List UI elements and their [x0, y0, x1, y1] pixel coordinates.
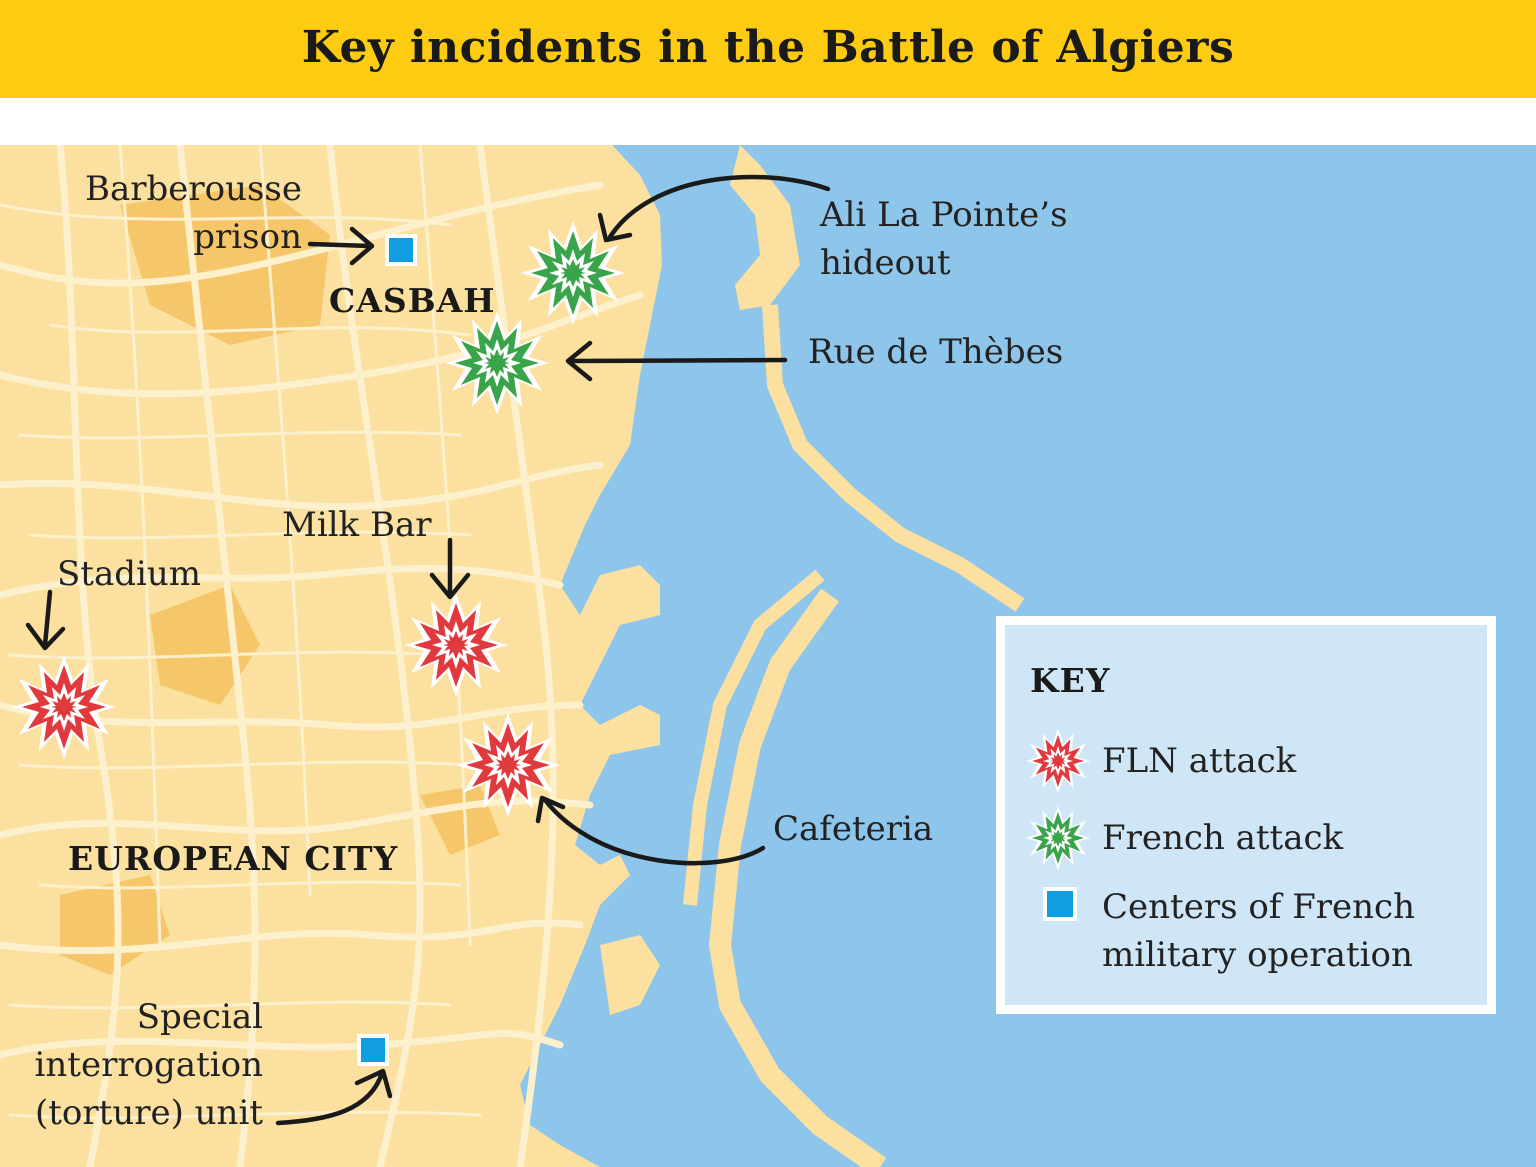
jetty-inner: [683, 569, 825, 906]
map-key: KEY FLN attack French attack Centers of …: [996, 616, 1496, 1014]
stadium-label: Stadium: [57, 554, 202, 594]
green-starburst-icon: [1025, 805, 1091, 871]
breakwater: [762, 304, 1025, 612]
map-area: Barberousse prison CASBAH Ali La Pointe’…: [0, 145, 1536, 1167]
pier-south: [600, 935, 660, 1015]
center-marker-special-unit: [357, 1034, 389, 1066]
arrow-barberousse: [307, 241, 373, 249]
minor-roads: [0, 145, 482, 1120]
pier-north: [730, 145, 800, 310]
cafeteria-label: Cafeteria: [773, 809, 934, 849]
arrow-special-head: [354, 1068, 393, 1099]
milk-bar-label: Milk Bar: [282, 505, 432, 545]
park-1: [120, 185, 330, 345]
map-title: Key incidents in the Battle of Algiers: [301, 22, 1235, 73]
ali-label-line2: hideout: [820, 243, 951, 283]
key-centers-label-line2: military operation: [1102, 935, 1413, 975]
rue-de-thebes-label: Rue de Thèbes: [808, 332, 1064, 372]
arrow-barberousse-head: [349, 226, 375, 266]
ali-label-line1: Ali La Pointe’s: [820, 195, 1068, 235]
road-network: [0, 145, 644, 1167]
barberousse-label-line2: prison: [193, 217, 302, 257]
center-marker-barberousse: [385, 234, 417, 266]
district-casbah: CASBAH: [329, 281, 496, 320]
barberousse-label-line1: Barberousse: [84, 169, 302, 209]
arrow-rue: [567, 357, 788, 364]
arrow-cafeteria-head: [535, 795, 566, 824]
special-label-line3: (torture) unit: [35, 1093, 263, 1133]
arrow-stadium-head: [25, 622, 66, 651]
key-title: KEY: [1030, 661, 1111, 700]
arrow-cafeteria: [542, 797, 766, 866]
arrow-stadium: [42, 589, 53, 648]
arrow-ali: [607, 174, 831, 240]
red-starburst-icon: [1025, 728, 1091, 794]
arrow-special: [275, 1070, 385, 1126]
district-european-city: EUROPEAN CITY: [68, 839, 399, 878]
jetty-long: [708, 588, 887, 1167]
arrow-rue-head: [565, 340, 593, 382]
annotation-arrows: [25, 174, 831, 1126]
title-banner: Key incidents in the Battle of Algiers: [0, 0, 1536, 98]
blue-square-icon: [1043, 887, 1077, 921]
key-french-label: French attack: [1102, 818, 1344, 858]
key-centers-label-line1: Centers of French: [1102, 887, 1415, 927]
special-label-line1: Special: [136, 997, 263, 1037]
arrow-ali-head: [597, 212, 633, 243]
arrow-milk-head: [429, 572, 471, 600]
key-fln-label: FLN attack: [1102, 741, 1297, 781]
special-label-line2: interrogation: [34, 1045, 263, 1085]
